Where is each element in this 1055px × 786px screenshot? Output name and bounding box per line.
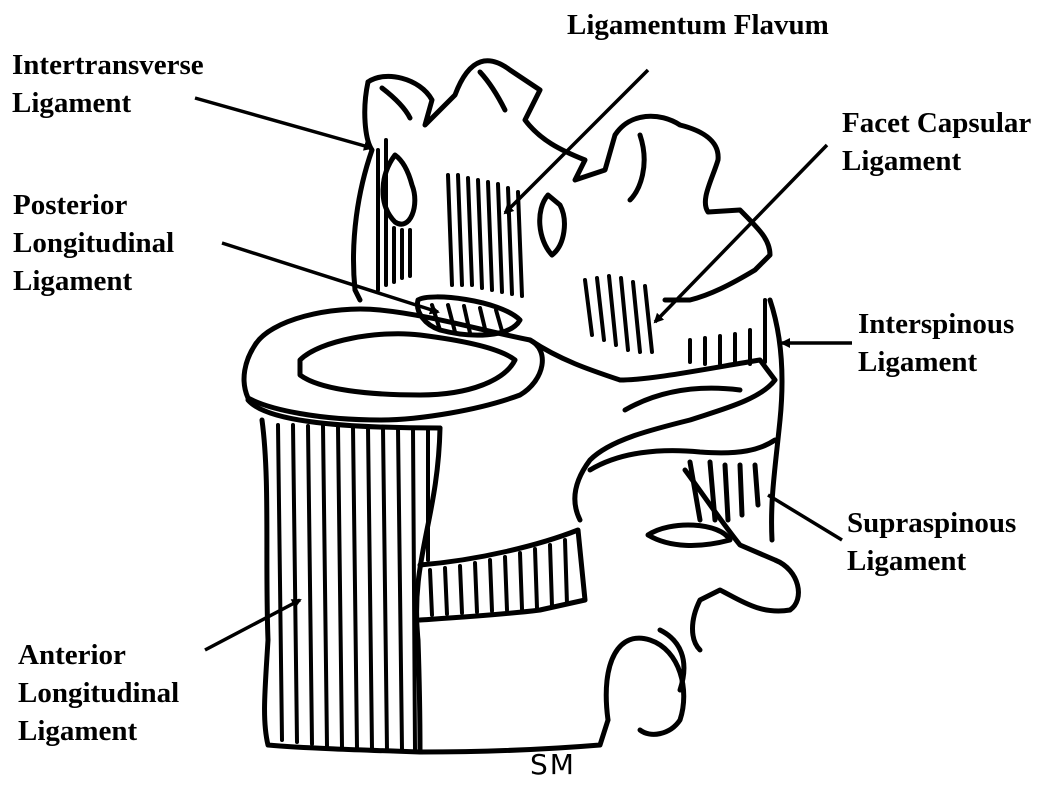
leader-ligamentum-flavum: [505, 70, 648, 213]
label-line: Ligament: [18, 712, 179, 750]
label-line: Interspinous: [858, 305, 1014, 343]
label-line: Ligament: [12, 84, 204, 122]
label-line: Ligament: [858, 343, 1014, 381]
label-line: Ligament: [13, 262, 174, 300]
label-supraspinous-ligament: Supraspinous Ligament: [847, 504, 1016, 580]
leader-supraspinous: [768, 495, 842, 540]
label-line: Facet Capsular: [842, 104, 1031, 142]
label-anterior-longitudinal-ligament: Anterior Longitudinal Ligament: [18, 636, 179, 750]
artist-signature: SM: [530, 748, 576, 781]
label-line: Ligament: [847, 542, 1016, 580]
label-ligamentum-flavum: Ligamentum Flavum: [567, 6, 829, 44]
label-line: Ligament: [842, 142, 1031, 180]
label-interspinous-ligament: Interspinous Ligament: [858, 305, 1014, 381]
leader-intertransverse: [195, 98, 372, 148]
label-line: Posterior: [13, 186, 174, 224]
anterior-longitudinal-fibers: [278, 425, 428, 750]
label-line: Anterior: [18, 636, 179, 674]
label-line: Intertransverse: [12, 46, 204, 84]
lower-posterior-elements: [606, 300, 798, 734]
upper-posterior-elements: [354, 61, 770, 335]
label-facet-capsular-ligament: Facet Capsular Ligament: [842, 104, 1031, 180]
label-line: Ligamentum Flavum: [567, 6, 829, 44]
label-line: Longitudinal: [18, 674, 179, 712]
label-line: Supraspinous: [847, 504, 1016, 542]
label-posterior-longitudinal-ligament: Posterior Longitudinal Ligament: [13, 186, 174, 300]
leader-facet-capsular: [655, 145, 827, 322]
leader-anterior-longitudinal: [205, 600, 300, 650]
label-intertransverse-ligament: Intertransverse Ligament: [12, 46, 204, 122]
leader-posterior-longitudinal: [222, 243, 438, 312]
label-line: Longitudinal: [13, 224, 174, 262]
